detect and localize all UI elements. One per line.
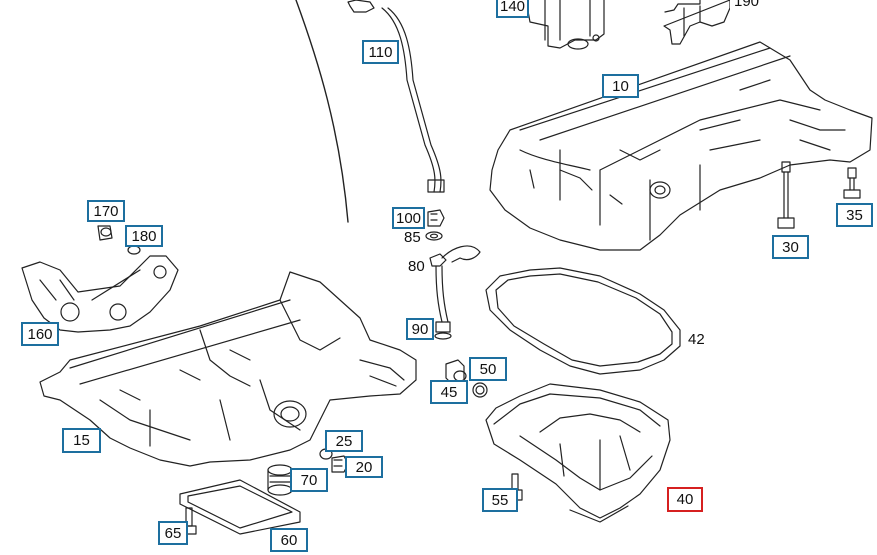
callout-60[interactable]: 60 bbox=[270, 528, 308, 552]
callout-35[interactable]: 35 bbox=[836, 203, 873, 227]
part-160-bracket bbox=[21, 255, 179, 333]
part-30-bolt bbox=[777, 161, 795, 229]
callout-45[interactable]: 45 bbox=[430, 380, 468, 404]
callout-140[interactable]: 140 bbox=[496, 0, 529, 18]
part-50-seal bbox=[472, 382, 488, 398]
part-40-lower-oil-pan bbox=[485, 383, 671, 523]
callout-110[interactable]: 110 bbox=[362, 40, 399, 64]
callout-170[interactable]: 170 bbox=[87, 200, 125, 222]
part-190-bracket bbox=[663, 0, 731, 45]
callout-30[interactable]: 30 bbox=[772, 235, 809, 259]
part-10-upper-oil-pan bbox=[489, 41, 873, 251]
callout-55[interactable]: 55 bbox=[482, 488, 518, 512]
part-42-gasket bbox=[485, 267, 681, 375]
part-70-cap bbox=[267, 464, 293, 496]
callout-25[interactable]: 25 bbox=[325, 430, 363, 452]
part-80-tube bbox=[429, 245, 481, 323]
callout-65[interactable]: 65 bbox=[158, 521, 188, 545]
label-80[interactable]: 80 bbox=[408, 258, 425, 275]
callout-70[interactable]: 70 bbox=[290, 468, 328, 492]
callout-20[interactable]: 20 bbox=[345, 456, 383, 478]
part-85-washer bbox=[425, 231, 443, 241]
part-35-bolt bbox=[843, 167, 861, 199]
part-100-plug bbox=[427, 209, 445, 227]
part-90-bolt bbox=[434, 321, 452, 340]
part-15-oil-pan bbox=[39, 271, 417, 467]
part-110-dipstick bbox=[347, 0, 445, 193]
callout-180[interactable]: 180 bbox=[125, 225, 163, 247]
callout-190[interactable]: 190 bbox=[730, 0, 768, 10]
callout-100[interactable]: 100 bbox=[392, 207, 425, 229]
part-170-bolt bbox=[97, 225, 113, 241]
callout-10[interactable]: 10 bbox=[602, 74, 639, 98]
label-85[interactable]: 85 bbox=[404, 229, 421, 246]
callout-90[interactable]: 90 bbox=[406, 318, 434, 340]
callout-50[interactable]: 50 bbox=[469, 357, 507, 381]
part-140-bracket bbox=[525, 0, 605, 50]
engine-block-outline bbox=[295, 0, 349, 223]
part-180-washer bbox=[127, 245, 141, 255]
label-42[interactable]: 42 bbox=[688, 331, 705, 348]
callout-15[interactable]: 15 bbox=[62, 428, 101, 453]
part-60-cover bbox=[179, 479, 301, 535]
callout-160[interactable]: 160 bbox=[21, 322, 59, 346]
callout-40[interactable]: 40 bbox=[667, 487, 703, 512]
